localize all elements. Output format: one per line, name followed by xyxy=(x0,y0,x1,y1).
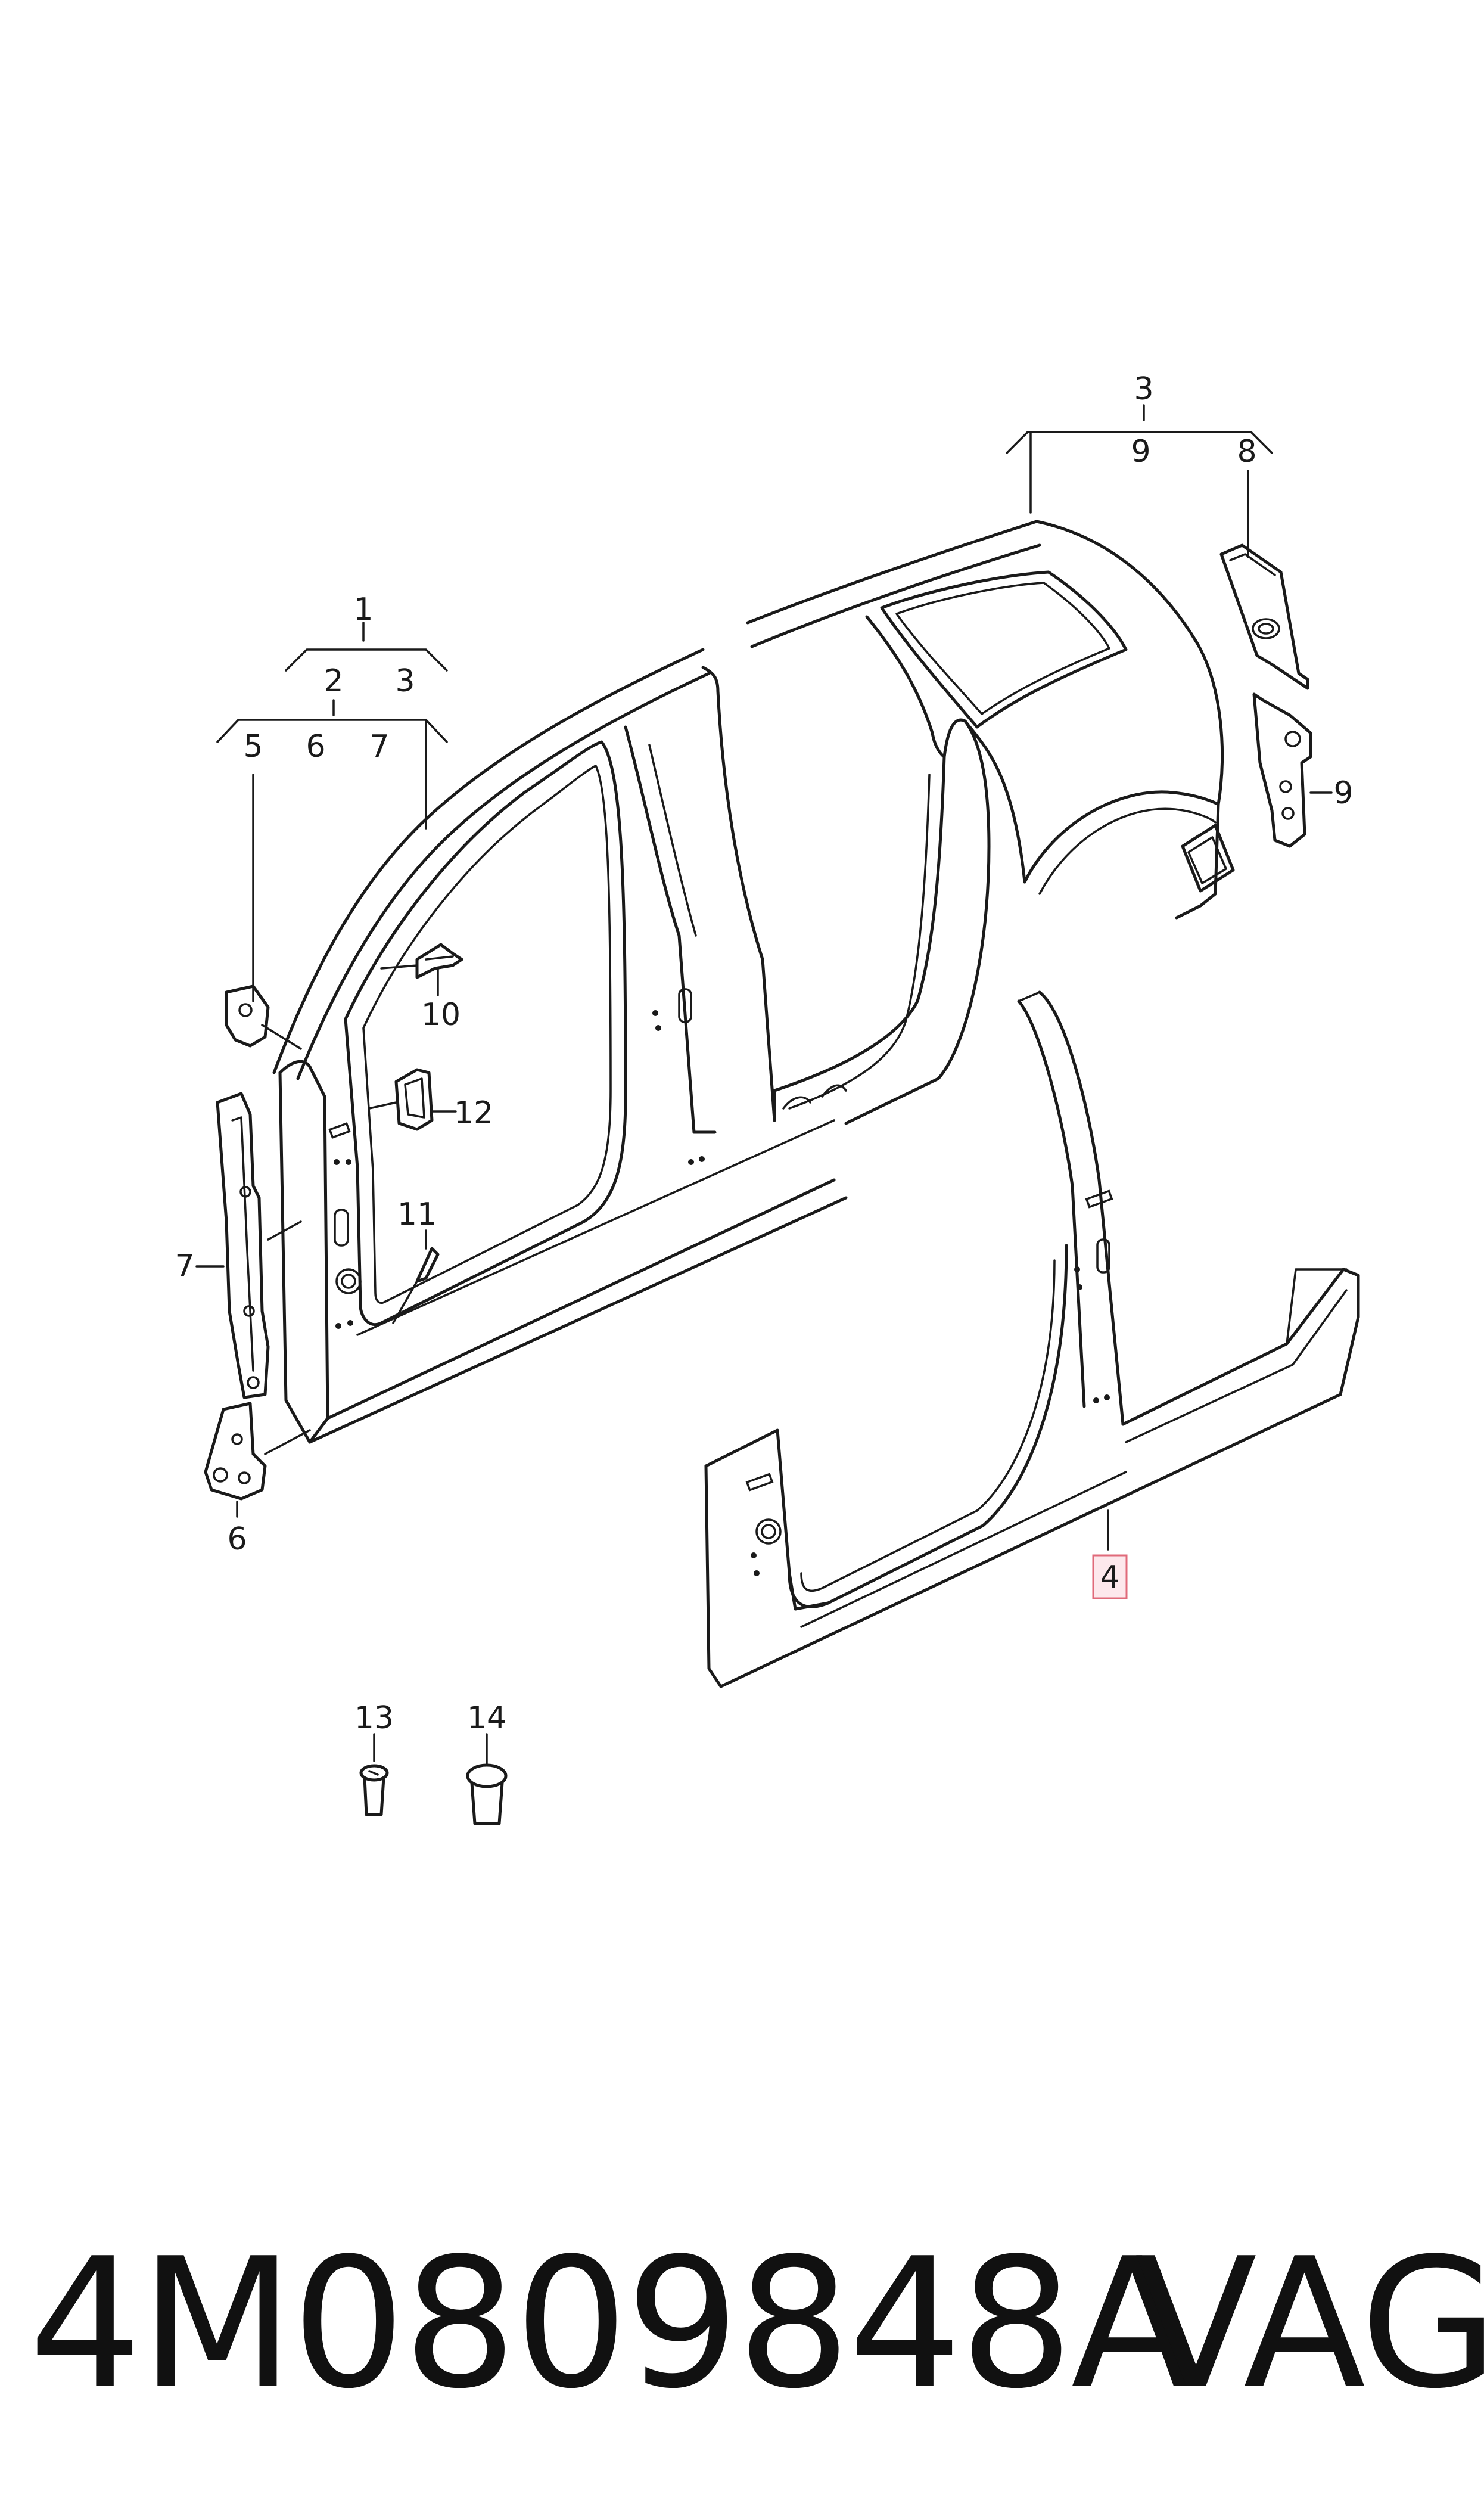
clip-part-11 xyxy=(392,1229,440,1324)
callout-brackets-front xyxy=(216,622,448,1002)
plate-part-12 xyxy=(368,1068,457,1131)
callout-7-top: 7 xyxy=(369,729,389,765)
bracket-part-6 xyxy=(204,1402,311,1518)
callout-14: 14 xyxy=(467,1700,506,1736)
part-4-highlight xyxy=(1092,1554,1128,1599)
brand-label: VAG xyxy=(1135,2220,1484,2428)
callout-4: 4 xyxy=(1100,1560,1119,1595)
callout-1: 1 xyxy=(353,592,373,628)
rocker-panel-part-4 xyxy=(704,990,1360,1688)
rear-door-opening xyxy=(773,615,1026,1125)
callout-2: 2 xyxy=(323,663,343,699)
callout-12: 12 xyxy=(454,1095,493,1131)
part-number-bar: 4M0809848A VAG xyxy=(0,2217,1484,2431)
callout-3-rear: 3 xyxy=(1134,371,1153,407)
side-panel-outer xyxy=(272,520,1235,1080)
callout-8: 8 xyxy=(1237,434,1256,470)
callout-7-side: 7 xyxy=(175,1248,194,1284)
callout-6-top: 6 xyxy=(306,729,325,765)
callout-11: 11 xyxy=(397,1197,437,1232)
callout-3-front: 3 xyxy=(395,663,415,699)
part-number: 4M0809848A xyxy=(29,2220,1193,2428)
callout-13: 13 xyxy=(354,1700,394,1736)
gusset-part-10 xyxy=(380,943,463,996)
bracket-part-5 xyxy=(225,984,302,1050)
front-door-opening xyxy=(278,740,848,1444)
callout-10: 10 xyxy=(421,997,461,1033)
callout-5: 5 xyxy=(243,729,263,765)
rivet-part-13 xyxy=(359,1733,389,1816)
callout-9-top: 9 xyxy=(1131,434,1150,470)
reinforcement-part-7 xyxy=(195,1092,302,1399)
bracket-part-8 xyxy=(1219,543,1309,690)
bracket-part-9 xyxy=(1252,692,1333,848)
callout-brackets-rear xyxy=(1006,404,1273,558)
rivet-part-14 xyxy=(466,1733,508,1825)
b-pillar-upper xyxy=(624,666,776,1165)
callout-9-side: 9 xyxy=(1333,775,1353,811)
callout-6-bottom: 6 xyxy=(227,1521,247,1557)
